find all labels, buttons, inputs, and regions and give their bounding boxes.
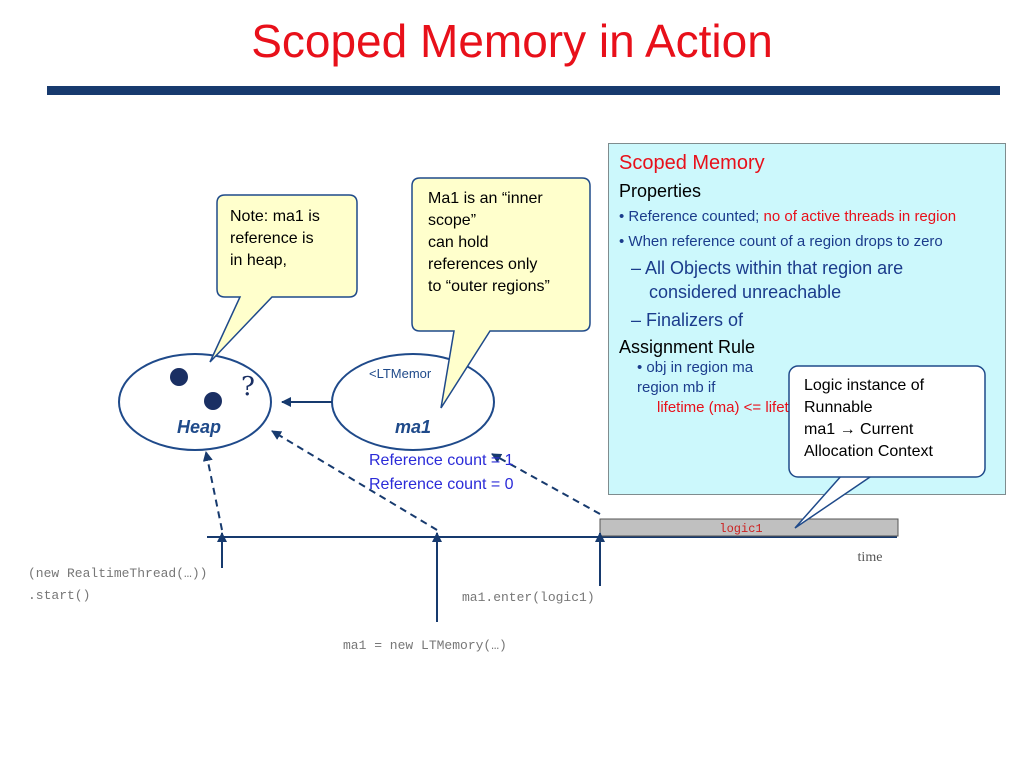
event-label-thread-start: (new RealtimeThread(…)) .start() <box>28 566 208 603</box>
heap-object-dot <box>204 392 222 410</box>
dashed-link-enter-ma1 <box>491 453 601 515</box>
callout-heap-note <box>209 194 358 363</box>
heap-note-text: Note: ma1 is reference is in heap, <box>230 208 320 269</box>
logic1-bar <box>599 518 899 537</box>
dashed-link-memory-heap <box>271 430 438 531</box>
reference-count-text: Reference count = 1 Reference count = 0 <box>369 452 514 493</box>
info-properties: Properties <box>619 181 702 201</box>
callout-logic-instance <box>788 365 986 478</box>
info-sub-finalizers: – Finalizers of <box>631 310 744 330</box>
title-underline <box>47 86 1000 95</box>
logic1-label: logic1 <box>719 522 762 536</box>
bullet-red-text: no of active threads in region <box>763 208 957 225</box>
dashed-link-thread-heap <box>202 451 223 531</box>
event-label-new-memory: ma1 = new LTMemory(…) <box>343 638 507 653</box>
heap-squiggle: ? <box>241 372 255 402</box>
event-label-enter: ma1.enter(logic1) <box>462 590 595 605</box>
logic-instance-text: Logic instance of Runnable ma1 → Current… <box>804 377 933 460</box>
callout-inner-scope <box>411 177 591 409</box>
page-title: Scoped Memory in Action <box>251 15 773 67</box>
info-assignment-rule: Assignment Rule <box>619 337 756 357</box>
heap-label: Heap <box>177 417 221 437</box>
info-heading: Scoped Memory <box>619 152 765 174</box>
info-sub-unreachable: – All Objects within that region are con… <box>631 258 904 302</box>
info-rule-line-1: • obj in region ma <box>637 359 754 376</box>
info-bullet-drops-to-zero: • When reference count of a region drops… <box>619 233 943 250</box>
heap-region <box>118 353 272 451</box>
inner-scope-text: Ma1 is an “inner scope” can hold referen… <box>428 190 550 295</box>
callout-logic-joint <box>840 473 875 476</box>
info-rule-line-2: region mb if <box>637 379 716 396</box>
time-label: time <box>858 550 883 565</box>
bullet-text: • Reference counted; <box>619 208 764 225</box>
ma1-label: ma1 <box>395 417 431 437</box>
heap-object-dot <box>170 368 188 386</box>
ma1-type-text: <LTMemor <box>369 366 432 381</box>
info-bullet-reference-counted: • Reference counted; no of active thread… <box>619 206 995 227</box>
